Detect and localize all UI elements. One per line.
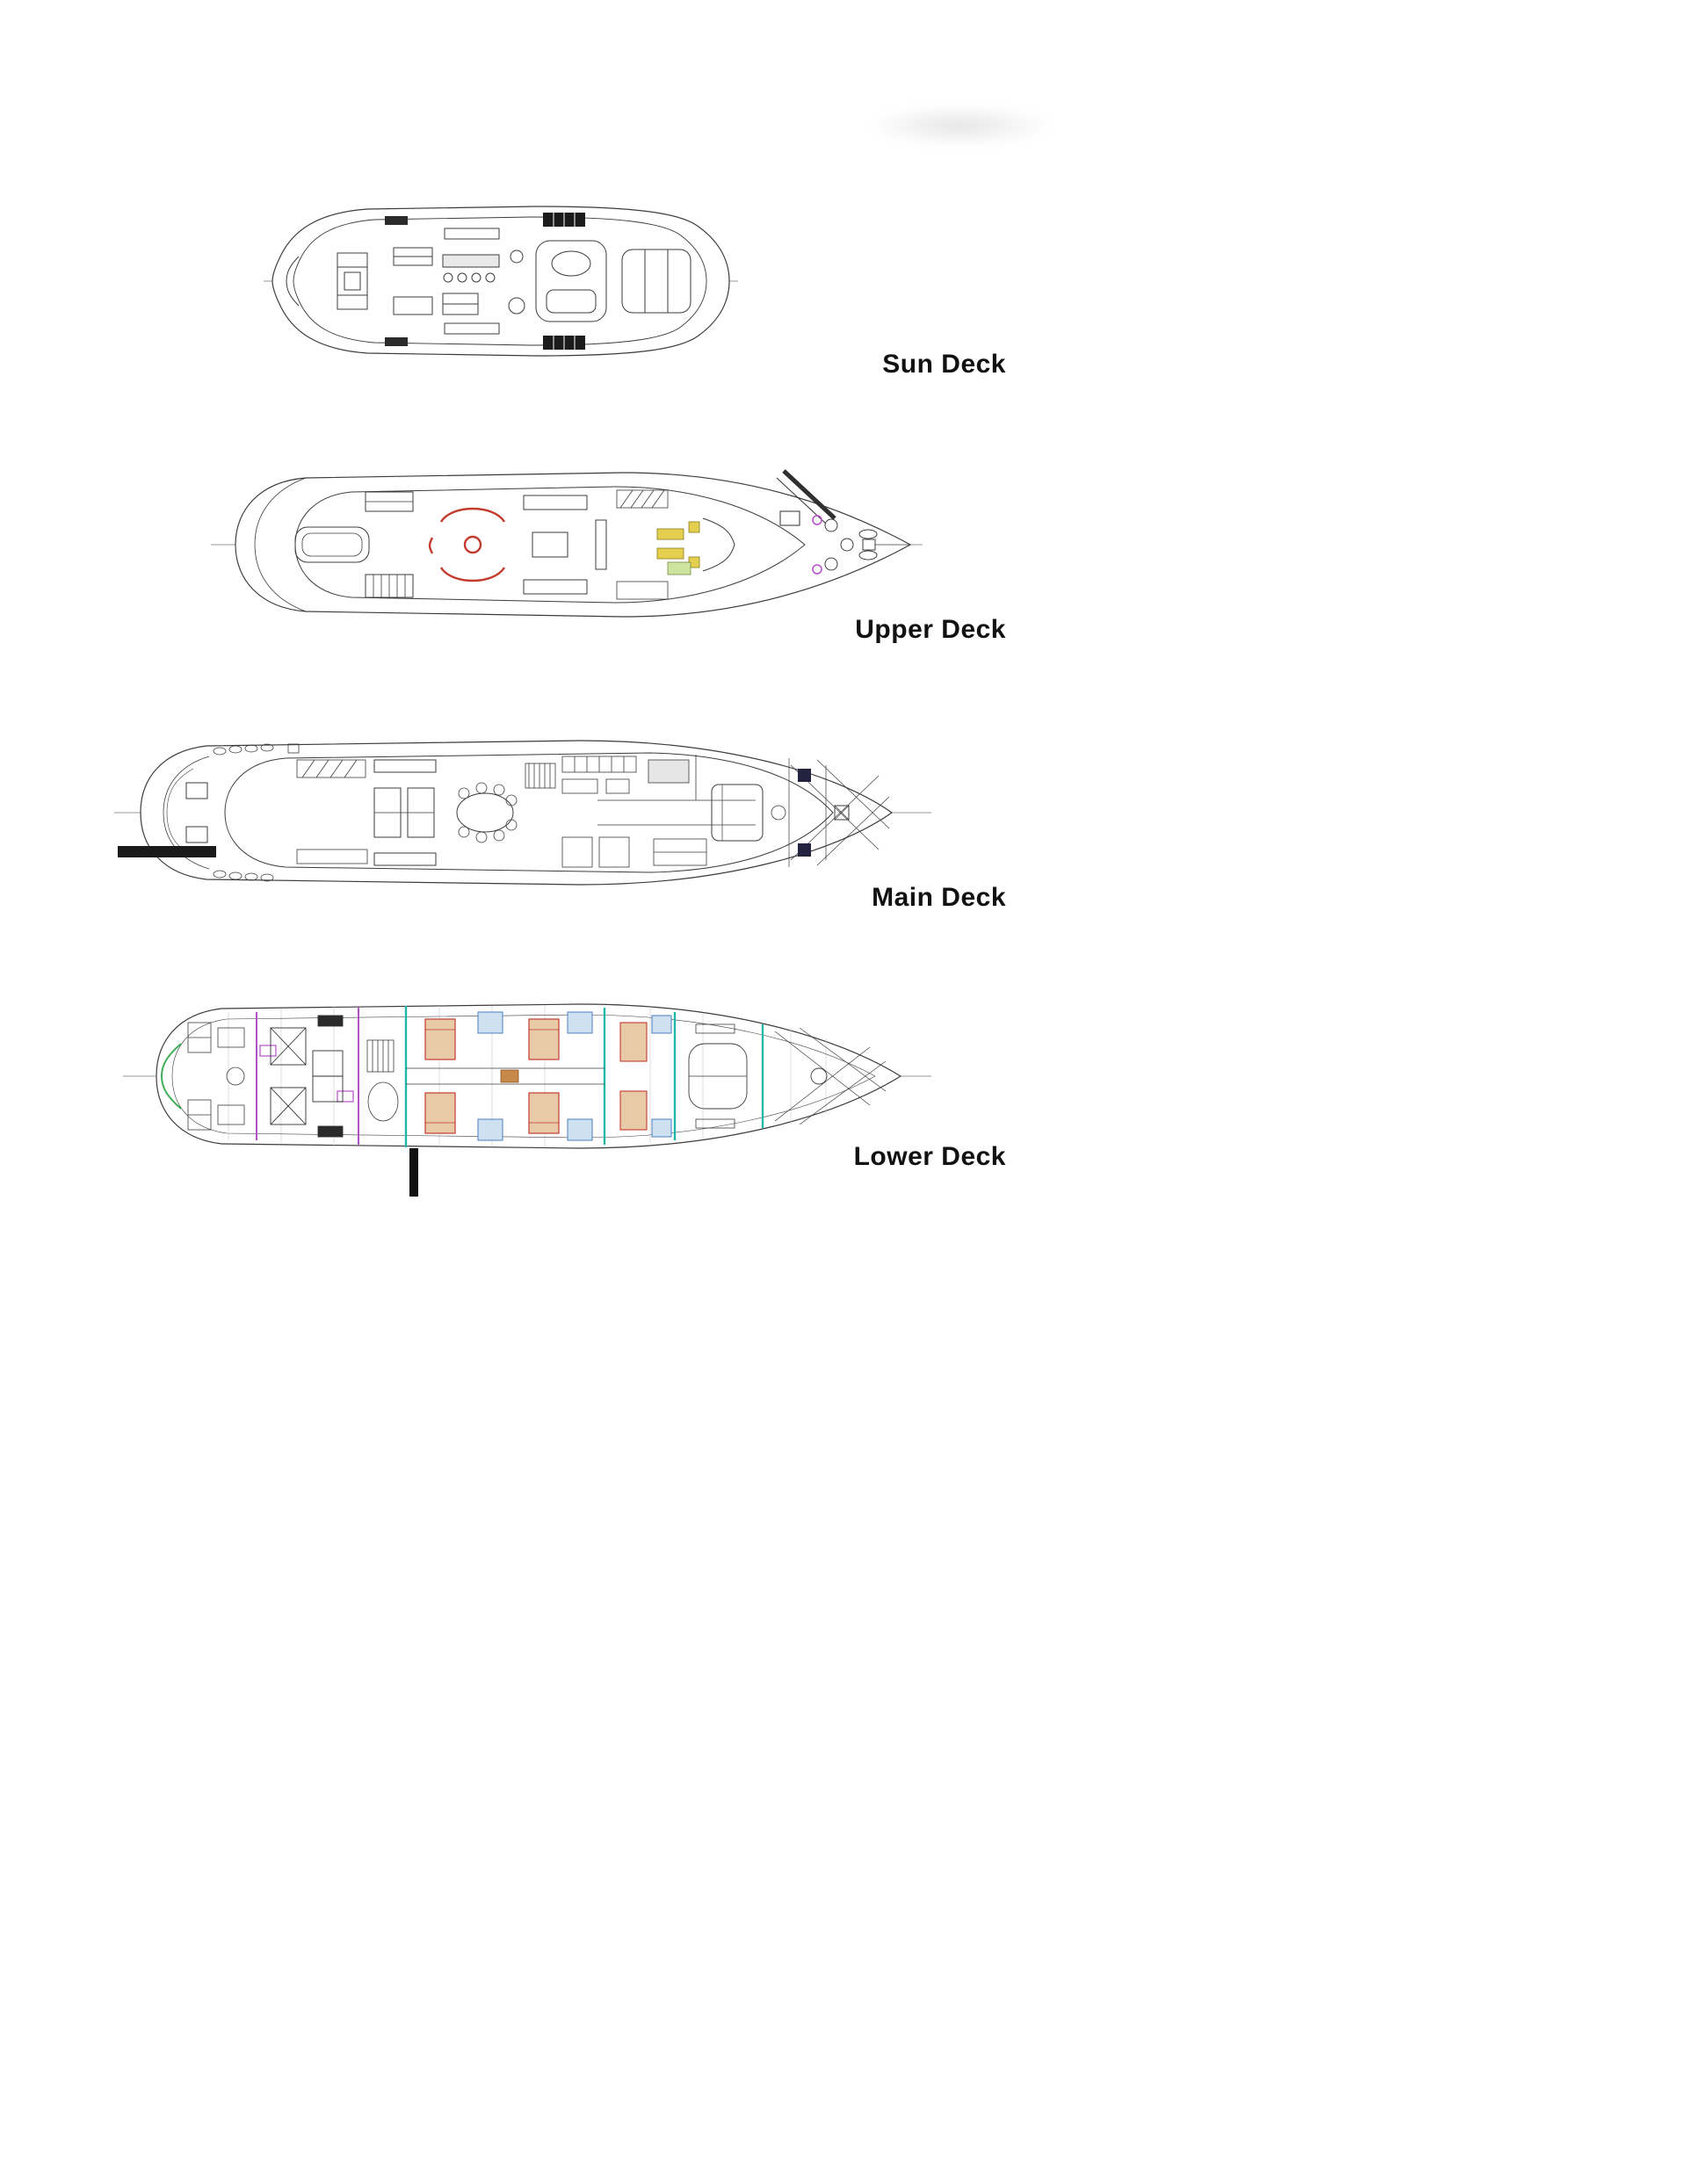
aft-stairs <box>365 491 414 598</box>
chart-table <box>667 561 691 575</box>
red-settee-arcs <box>428 507 506 582</box>
vent-blocks <box>385 213 585 350</box>
helm-console-arc <box>702 517 735 572</box>
magenta-bulkheads <box>256 1008 359 1145</box>
forward-sunpads <box>621 249 691 314</box>
stern-platform-green-arc <box>160 1043 182 1110</box>
main-deck-drawing <box>114 740 931 886</box>
stern-stairs <box>185 782 208 843</box>
lobby-stairs <box>366 1039 399 1122</box>
upper-deck-plan <box>211 464 923 626</box>
upper-deck-label: Upper Deck <box>855 615 1006 644</box>
lower-deck-drawing <box>123 1003 931 1197</box>
bow-hatches <box>824 518 910 571</box>
bathrooms-blue <box>477 1011 593 1141</box>
superstructure-outline <box>224 752 834 873</box>
passerelle <box>118 846 216 857</box>
crew-cabins <box>187 1022 245 1131</box>
stern-arc <box>163 756 210 870</box>
aft-deck-table <box>294 526 370 563</box>
engine-room-machinery <box>270 1015 344 1138</box>
stern-step-line <box>254 477 307 612</box>
salon-cabinet-hatched <box>296 759 368 864</box>
pantry-hatched <box>616 489 669 600</box>
wheelhouse-consoles <box>656 521 700 568</box>
corridor-lines <box>406 1067 605 1085</box>
sun-deck-plan <box>264 202 738 360</box>
lower-deck-plan <box>123 993 931 1199</box>
sun-deck-label: Sun Deck <box>882 350 1006 379</box>
foyer-stairs <box>525 763 556 789</box>
hull-outline <box>140 740 894 886</box>
stern-bench-arc <box>286 256 300 307</box>
skylounge-furniture <box>523 495 607 595</box>
upper-deck-drawing <box>211 469 923 618</box>
guest-cabin-beds <box>424 1018 560 1134</box>
hull-outline <box>272 206 730 357</box>
dining-table <box>456 782 518 843</box>
chain-locker <box>810 1067 828 1085</box>
forward-cabin-beds <box>619 1022 648 1131</box>
mast-structure <box>337 252 368 310</box>
spa-lounge <box>535 240 607 322</box>
bow-lattice <box>774 1027 887 1125</box>
master-suite <box>711 784 786 842</box>
main-deck-label: Main Deck <box>872 883 1006 912</box>
guest-rooms <box>561 755 707 868</box>
bed-pillow-lines <box>425 1029 559 1124</box>
scan-artifact-smudge <box>865 104 1054 148</box>
galley <box>561 756 637 794</box>
bar-and-grill <box>393 228 525 335</box>
corridor-lines <box>597 799 756 826</box>
magenta-fittings <box>812 515 822 575</box>
salon-furniture <box>373 759 437 866</box>
hull-outline <box>156 1003 902 1149</box>
sun-deck-drawing <box>264 206 738 357</box>
capstan-symbols <box>798 769 850 857</box>
keel-stub-mark <box>409 1148 418 1197</box>
lower-deck-label: Lower Deck <box>853 1142 1006 1171</box>
tender-storage <box>688 1023 748 1129</box>
main-deck-plan <box>105 734 931 892</box>
forward-bathrooms <box>651 1015 672 1138</box>
teal-bulkheads <box>404 1006 764 1147</box>
stern-seat-ovals <box>213 743 300 882</box>
inner-hull-line <box>171 1014 876 1139</box>
